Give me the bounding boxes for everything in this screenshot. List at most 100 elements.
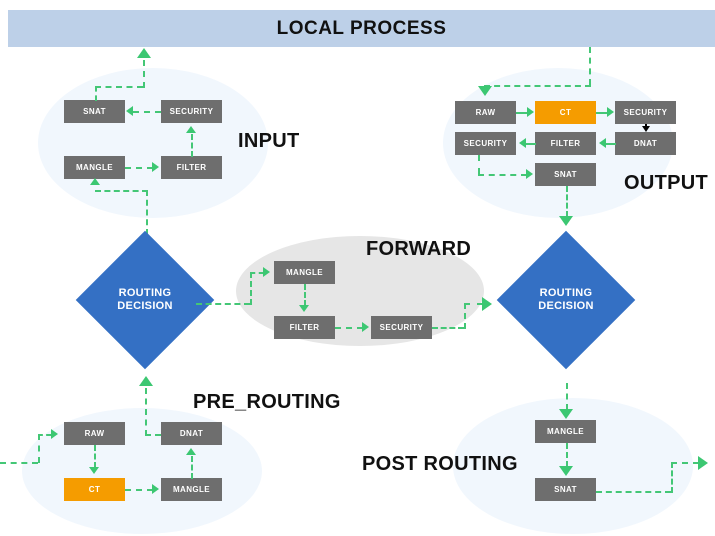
conn-forward-mangle-filter-arrow: [299, 305, 309, 312]
conn-post-mangle-snat-arrow: [559, 466, 573, 476]
conn-output-ct-security: [596, 112, 608, 114]
input-box-mangle[interactable]: MANGLE: [64, 156, 125, 179]
forward-box-filter[interactable]: FILTER: [274, 316, 335, 339]
box-label: FILTER: [176, 163, 207, 172]
box-label: RAW: [475, 108, 496, 117]
conn-output-filter-security-arrow: [519, 138, 526, 148]
conn-input-snat-up: [95, 86, 97, 101]
conn-input-security-snat: [133, 111, 161, 113]
conn-routing-forward-v: [250, 272, 252, 305]
conn-post-mangle-snat: [566, 443, 568, 467]
conn-routing-to-input-h: [95, 190, 148, 192]
conn-post-exit-v: [671, 462, 673, 493]
output-box-security-top[interactable]: SECURITY: [615, 101, 676, 124]
conn-output-snat-routing: [566, 186, 568, 217]
conn-output-dnat-filter: [604, 143, 616, 145]
conn-output-ct-security-arrow: [607, 107, 614, 117]
forward-caption: FORWARD: [366, 238, 472, 260]
box-label: DNAT: [633, 139, 658, 148]
box-label: SNAT: [83, 107, 106, 116]
box-label: CT: [559, 108, 572, 117]
conn-routing-post-v: [566, 383, 568, 410]
conn-routing-to-input-arrow: [90, 178, 100, 185]
conn-pre-mangle-dnat-arrow: [186, 448, 196, 455]
post-routing-box-mangle[interactable]: MANGLE: [535, 420, 596, 443]
conn-forward-exit-h: [432, 327, 464, 329]
conn-inbound-arrow: [51, 429, 58, 439]
local-process-label: LOCAL PROCESS: [276, 17, 447, 39]
conn-pre-mangle-dnat: [191, 456, 193, 479]
forward-box-security[interactable]: SECURITY: [371, 316, 432, 339]
output-box-security-mid[interactable]: SECURITY: [455, 132, 516, 155]
conn-banner-to-output-arrow: [478, 86, 492, 96]
conn-inbound-v: [38, 434, 40, 463]
conn-output-snat-routing-arrow: [559, 216, 573, 226]
pre-routing-box-ct[interactable]: CT: [64, 478, 125, 501]
conn-pre-raw-ct-arrow: [89, 467, 99, 474]
input-caption: INPUT: [238, 130, 300, 152]
conn-input-to-banner: [143, 60, 145, 88]
output-box-dnat[interactable]: DNAT: [615, 132, 676, 155]
conn-output-security-snat-h: [478, 174, 527, 176]
conn-routing-forward-h2: [250, 272, 264, 274]
routing-decision-right[interactable]: [496, 230, 636, 370]
box-label: MANGLE: [546, 427, 585, 436]
box-label: RAW: [84, 429, 105, 438]
box-label: SNAT: [554, 170, 577, 179]
output-box-filter[interactable]: FILTER: [535, 132, 596, 155]
box-label: SECURITY: [623, 108, 668, 117]
conn-post-exit-arrow: [698, 456, 708, 470]
output-caption: OUTPUT: [624, 172, 709, 194]
conn-pre-dnat-exit-v: [145, 388, 147, 436]
conn-forward-filter-security: [335, 327, 363, 329]
input-box-filter[interactable]: FILTER: [161, 156, 222, 179]
pre-routing-box-mangle[interactable]: MANGLE: [161, 478, 222, 501]
box-label: SECURITY: [463, 139, 508, 148]
conn-output-filter-security: [524, 143, 536, 145]
box-label: DNAT: [179, 429, 204, 438]
box-label: SECURITY: [379, 323, 424, 332]
box-label: CT: [88, 485, 101, 494]
conn-pre-raw-ct: [94, 445, 96, 468]
conn-inbound-h2: [38, 434, 51, 436]
conn-input-to-banner-arrow: [137, 48, 151, 58]
pre-routing-box-dnat[interactable]: DNAT: [161, 422, 222, 445]
input-group-ellipse: [38, 68, 268, 218]
post-routing-box-snat[interactable]: SNAT: [535, 478, 596, 501]
conn-output-security-snat-v: [478, 155, 480, 174]
output-box-ct[interactable]: CT: [535, 101, 596, 124]
conn-input-security-snat-arrow: [126, 106, 133, 116]
box-label: SECURITY: [169, 107, 214, 116]
box-label: SNAT: [554, 485, 577, 494]
conn-input-filter-security: [191, 134, 193, 157]
conn-post-exit-h2: [671, 462, 699, 464]
conn-pre-dnat-exit-h: [145, 434, 161, 436]
input-box-snat[interactable]: SNAT: [64, 100, 125, 123]
box-label: MANGLE: [285, 268, 324, 277]
pre-routing-group-ellipse: [22, 408, 262, 534]
pre-routing-box-raw[interactable]: RAW: [64, 422, 125, 445]
conn-forward-exit-h2: [464, 303, 483, 305]
conn-input-snat-right: [95, 86, 143, 88]
conn-input-mangle-filter-arrow: [152, 162, 159, 172]
conn-pre-dnat-exit-arrow: [139, 376, 153, 386]
output-box-raw[interactable]: RAW: [455, 101, 516, 124]
conn-forward-exit-arrow: [482, 297, 492, 311]
conn-routing-forward-arrow: [263, 267, 270, 277]
box-label: FILTER: [289, 323, 320, 332]
conn-output-dnat-filter-arrow: [599, 138, 606, 148]
conn-input-mangle-filter: [125, 167, 153, 169]
box-label: FILTER: [550, 139, 581, 148]
conn-output-security-snat-arrow: [526, 169, 533, 179]
conn-pre-ct-mangle-arrow: [152, 484, 159, 494]
forward-box-mangle[interactable]: MANGLE: [274, 261, 335, 284]
conn-routing-to-input-v: [146, 190, 148, 235]
input-box-security[interactable]: SECURITY: [161, 100, 222, 123]
conn-forward-mangle-filter: [304, 284, 306, 306]
conn-banner-to-output-h: [484, 85, 591, 87]
conn-banner-to-output-v: [589, 47, 591, 85]
output-box-snat[interactable]: SNAT: [535, 163, 596, 186]
box-label: MANGLE: [75, 163, 114, 172]
routing-decision-left[interactable]: [75, 230, 215, 370]
